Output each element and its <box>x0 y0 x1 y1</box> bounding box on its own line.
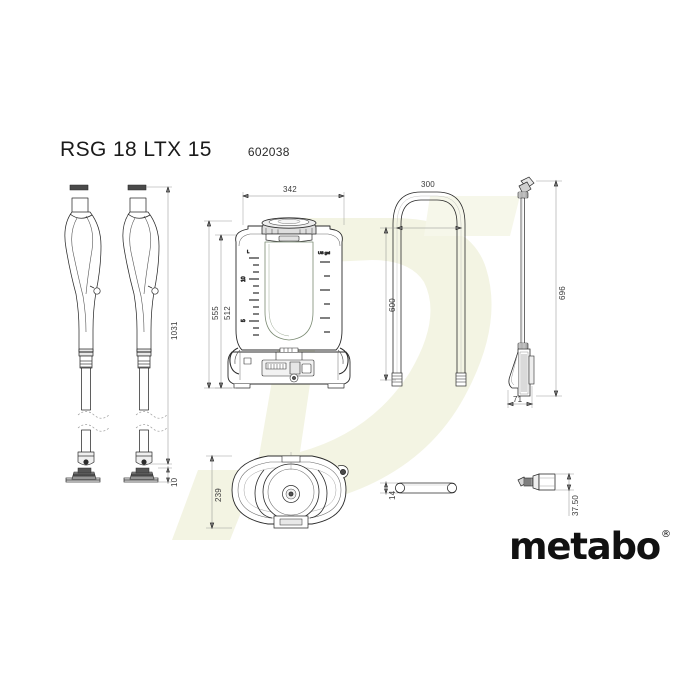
brand-wordmark: metabo <box>509 525 661 568</box>
tank-pump-assembly <box>243 347 315 383</box>
dim-label-tank-width: 342 <box>283 185 297 194</box>
tank-scale-gallons-label: US gal <box>318 250 330 255</box>
tank-scale-litres <box>249 257 259 336</box>
tank-cap <box>261 217 317 243</box>
lance-nozzle-head <box>517 176 535 199</box>
view-hose-loop <box>380 191 467 387</box>
dim-label-short-hose-diameter: 14 <box>388 490 397 500</box>
dim-label-harness-height: 1031 <box>170 321 179 340</box>
tank-scale-litres-labels: L 10 5 <box>241 249 251 323</box>
lance-handle <box>508 348 535 397</box>
brand-logo: metabo ® <box>509 528 671 565</box>
view-tank-top <box>206 452 349 530</box>
view-spray-lance <box>506 176 562 408</box>
strap-clip-right <box>123 467 159 483</box>
view-harness-straps <box>64 184 172 466</box>
tank-scale-gallons <box>320 261 330 333</box>
registered-trademark-icon: ® <box>661 529 672 540</box>
svg-text:L: L <box>247 249 250 254</box>
svg-text:5: 5 <box>241 319 247 322</box>
view-nozzle-connector <box>517 472 574 516</box>
dim-label-tank-depth-top: 239 <box>214 488 223 502</box>
dim-label-tank-height-overall: 555 <box>211 306 220 320</box>
dim-label-hose-loop-width: 300 <box>421 180 435 189</box>
harness-strap-left <box>64 184 111 466</box>
dim-label-hose-loop-height: 600 <box>388 298 397 312</box>
hose-fitting-right <box>455 372 467 387</box>
part-number: 602038 <box>247 145 290 159</box>
page-title: RSG 18 LTX 15 <box>60 138 212 161</box>
dim-label-connector-height: 37.50 <box>571 494 580 516</box>
dim-label-lance-handle-width: 71 <box>513 395 523 404</box>
view-strap-clips <box>65 466 172 484</box>
svg-text:10: 10 <box>241 276 247 282</box>
harness-strap-right <box>122 184 169 466</box>
view-tank-front: L 10 5 US gal <box>204 192 351 389</box>
hose-fitting-left <box>391 372 403 387</box>
dim-label-clip-thickness: 10 <box>170 477 179 487</box>
title-block: RSG 18 LTX 15 602038 <box>60 138 290 162</box>
dim-label-lance-length: 696 <box>558 286 567 300</box>
view-short-hose <box>380 481 457 495</box>
dim-label-tank-body-height: 512 <box>223 306 232 320</box>
strap-clip-left <box>65 467 101 483</box>
